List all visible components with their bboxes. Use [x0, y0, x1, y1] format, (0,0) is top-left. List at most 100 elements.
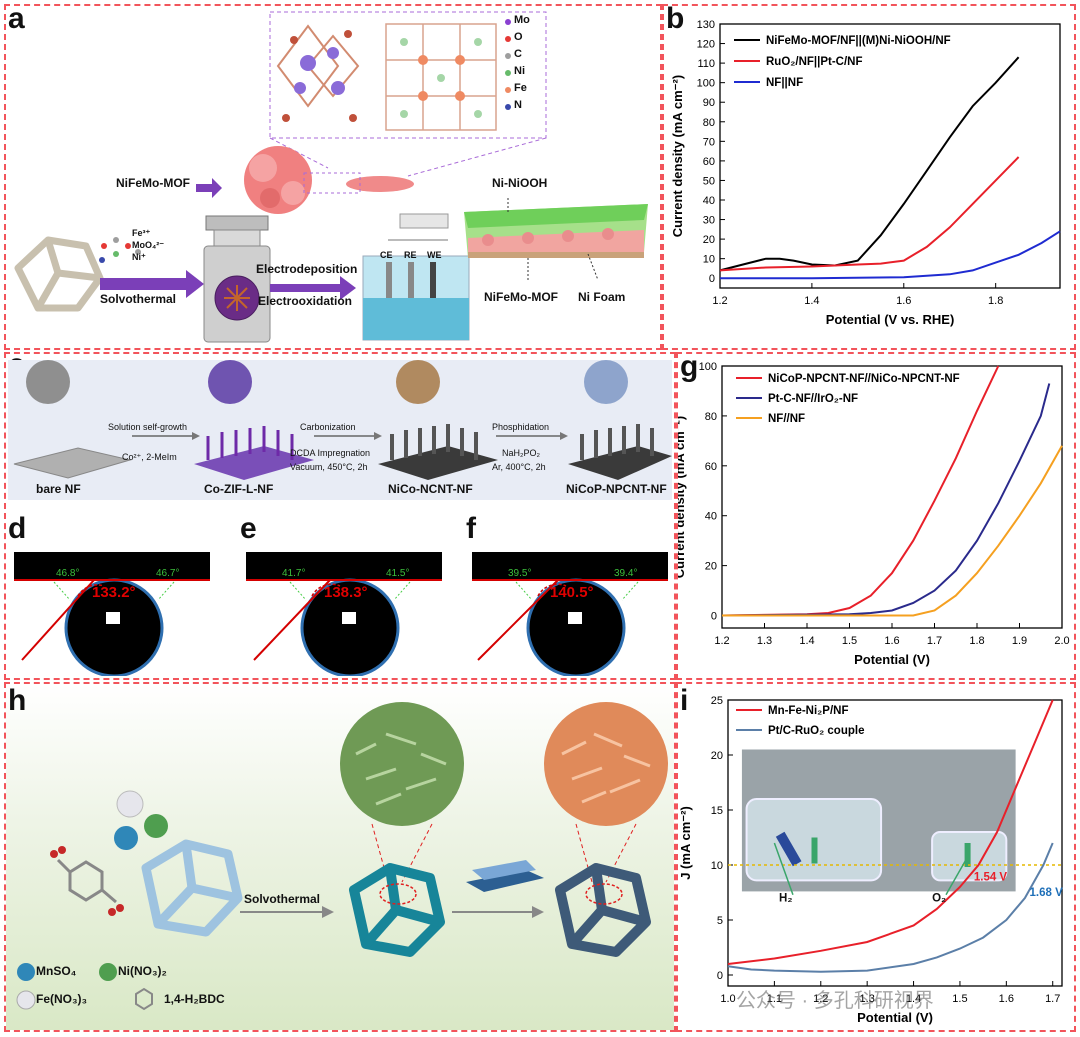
- electrodeposition-arrow-icon: [270, 276, 356, 300]
- chart-i-ytick-label: 15: [711, 805, 723, 817]
- chart-i-xtick-label: 1.6: [999, 993, 1014, 1005]
- legend-o: O: [514, 31, 523, 43]
- element-legend: [505, 19, 511, 110]
- chart-g-xtick-label: 1.6: [884, 635, 899, 647]
- chart-b-ytick-label: 30: [703, 215, 715, 227]
- ni-sphere-icon: [144, 814, 168, 838]
- bdc-molecule-icon: [56, 858, 117, 904]
- step2-top: Carbonization: [300, 422, 356, 432]
- chart-g-xtick-label: 1.4: [799, 635, 814, 647]
- chart-g-xtick-label: 1.3: [757, 635, 772, 647]
- panel-b-frame: [662, 4, 1076, 350]
- chart-i-annotation: O₂: [932, 892, 946, 904]
- h2-pointer: [773, 842, 794, 895]
- chart-b-ytick-label: 110: [697, 58, 715, 70]
- panel-i-frame: [676, 682, 1076, 1032]
- precursor-molecule-icon: [99, 237, 141, 263]
- chart-g-series-line: [721, 365, 1000, 617]
- legend-c: C: [514, 48, 522, 60]
- chart-i-ytick-label: 5: [717, 915, 723, 927]
- autoclave-icon: [203, 215, 271, 343]
- crystal-structure-2: [385, 23, 497, 131]
- h-legend-mnso4: MnSO₄: [36, 964, 77, 978]
- chart-b-xtick-label: 1.4: [804, 295, 819, 307]
- panel-e-label: e: [240, 512, 257, 545]
- chart-b-ytick-label: 10: [703, 254, 715, 266]
- nicop-sem-image: [584, 360, 628, 404]
- chart-i-xtick-label: 1.3: [860, 993, 875, 1005]
- mof-flower-particle: [244, 146, 414, 214]
- h-step-label: Solvothermal: [244, 892, 321, 906]
- electrodeposition-label: Electrodeposition: [256, 262, 358, 276]
- chart-i-ytick-label: 0: [717, 970, 723, 982]
- chart-g-ylabel: Current density (mA cm⁻²): [678, 416, 687, 578]
- angle-d-right: 46.7°: [156, 568, 180, 579]
- contact-angle-d: [14, 552, 210, 676]
- panel-i-label: i: [680, 684, 689, 717]
- chart-b-ytick-label: 40: [703, 195, 715, 207]
- panel-a-frame: [4, 4, 662, 350]
- chart-b-ytick-label: 120: [697, 39, 715, 51]
- chart-i-series-line: [727, 842, 1054, 973]
- mof2-label: NiFeMo-MOF: [484, 290, 558, 304]
- step3-top: Phosphidation: [492, 422, 550, 432]
- panel-c-schematic: [8, 360, 672, 500]
- chart-i-annotation: H₂: [779, 892, 792, 904]
- crystal-structure-1: [276, 24, 360, 122]
- pale-mof-cage-icon: [141, 839, 243, 937]
- chart-b-ylabel: Current density (mA cm⁻²): [670, 75, 685, 237]
- angle-e-left: 41.7°: [282, 568, 306, 579]
- teal-mof-cage-icon: [349, 863, 445, 957]
- solvothermal-label: Solvothermal: [100, 292, 177, 306]
- h-legend-bdc: 1,4-H₂BDC: [164, 992, 225, 1006]
- panel-cdef-frame: [4, 352, 676, 680]
- chart-g-ytick-label: 100: [699, 361, 717, 373]
- chart-b-ytick-label: 50: [703, 175, 715, 187]
- legend-fe: Fe: [514, 82, 527, 94]
- bare-nf-sem-image: [26, 360, 70, 404]
- chart-b-series-line: [719, 156, 1020, 272]
- panel-h-frame: [4, 682, 676, 1032]
- mof-label: NiFeMo-MOF: [116, 176, 190, 190]
- chart-i-xlabel: Potential (V): [857, 1010, 933, 1025]
- step3-mid: NaH₂PO₂: [502, 448, 540, 458]
- niooh-label: Ni-NiOOH: [492, 176, 548, 190]
- mn-sphere-icon: [114, 826, 138, 850]
- chart-b-ytick-label: 100: [697, 78, 715, 90]
- nico-ncnt-sem-image: [396, 360, 440, 404]
- chart-i-series-line: [727, 699, 1054, 965]
- dark-mof-cage-icon: [555, 863, 651, 957]
- stage-nicop: NiCoP-NPCNT-NF: [566, 482, 667, 496]
- chart-i-ytick-label: 25: [711, 695, 723, 707]
- chart-i-legend-label: Pt/C-RuO₂ couple: [768, 725, 864, 737]
- angle-d-center: 133.2°: [92, 584, 136, 601]
- chart-g-legend-label: NF//NF: [768, 413, 805, 425]
- chart-i-xtick-label: 1.5: [952, 993, 967, 1005]
- chart-b-xtick-label: 1.6: [896, 295, 911, 307]
- panel-g-frame: [676, 352, 1076, 680]
- chart-g-series-line: [722, 445, 1063, 617]
- angle-f-left: 39.5°: [508, 568, 532, 579]
- legend-ni-icon: [99, 963, 117, 981]
- legend-ni: Ni: [514, 65, 525, 77]
- chart-b-legend-label: NF||NF: [766, 77, 803, 89]
- chart-g-series-line: [721, 383, 1051, 617]
- angle-f-right: 39.4°: [614, 568, 638, 579]
- orange-sem-image: [544, 702, 668, 826]
- electrooxidation-label: Electrooxidation: [258, 294, 353, 308]
- contact-angle-f: [472, 552, 668, 676]
- electrode-ce: CE: [380, 250, 393, 260]
- precursor-moo4: MoO₄²⁻: [132, 240, 165, 250]
- mof-arrow-icon: [196, 178, 222, 198]
- chart-b-legend-label: RuO₂/NF||Pt-C/NF: [766, 56, 863, 68]
- legend-mn-icon: [17, 963, 35, 981]
- angle-f-center: 140.5°: [550, 584, 594, 601]
- chart-b-xtick-label: 1.2: [712, 295, 727, 307]
- legend-bdc-icon: [135, 987, 153, 1011]
- chart-g-ytick-label: 40: [705, 511, 717, 523]
- chart-g-legend-label: NiCoP-NPCNT-NF//NiCo-NPCNT-NF: [768, 373, 960, 385]
- panel-a-label: a: [8, 2, 25, 35]
- ni-foam-structure-icon: [464, 204, 648, 258]
